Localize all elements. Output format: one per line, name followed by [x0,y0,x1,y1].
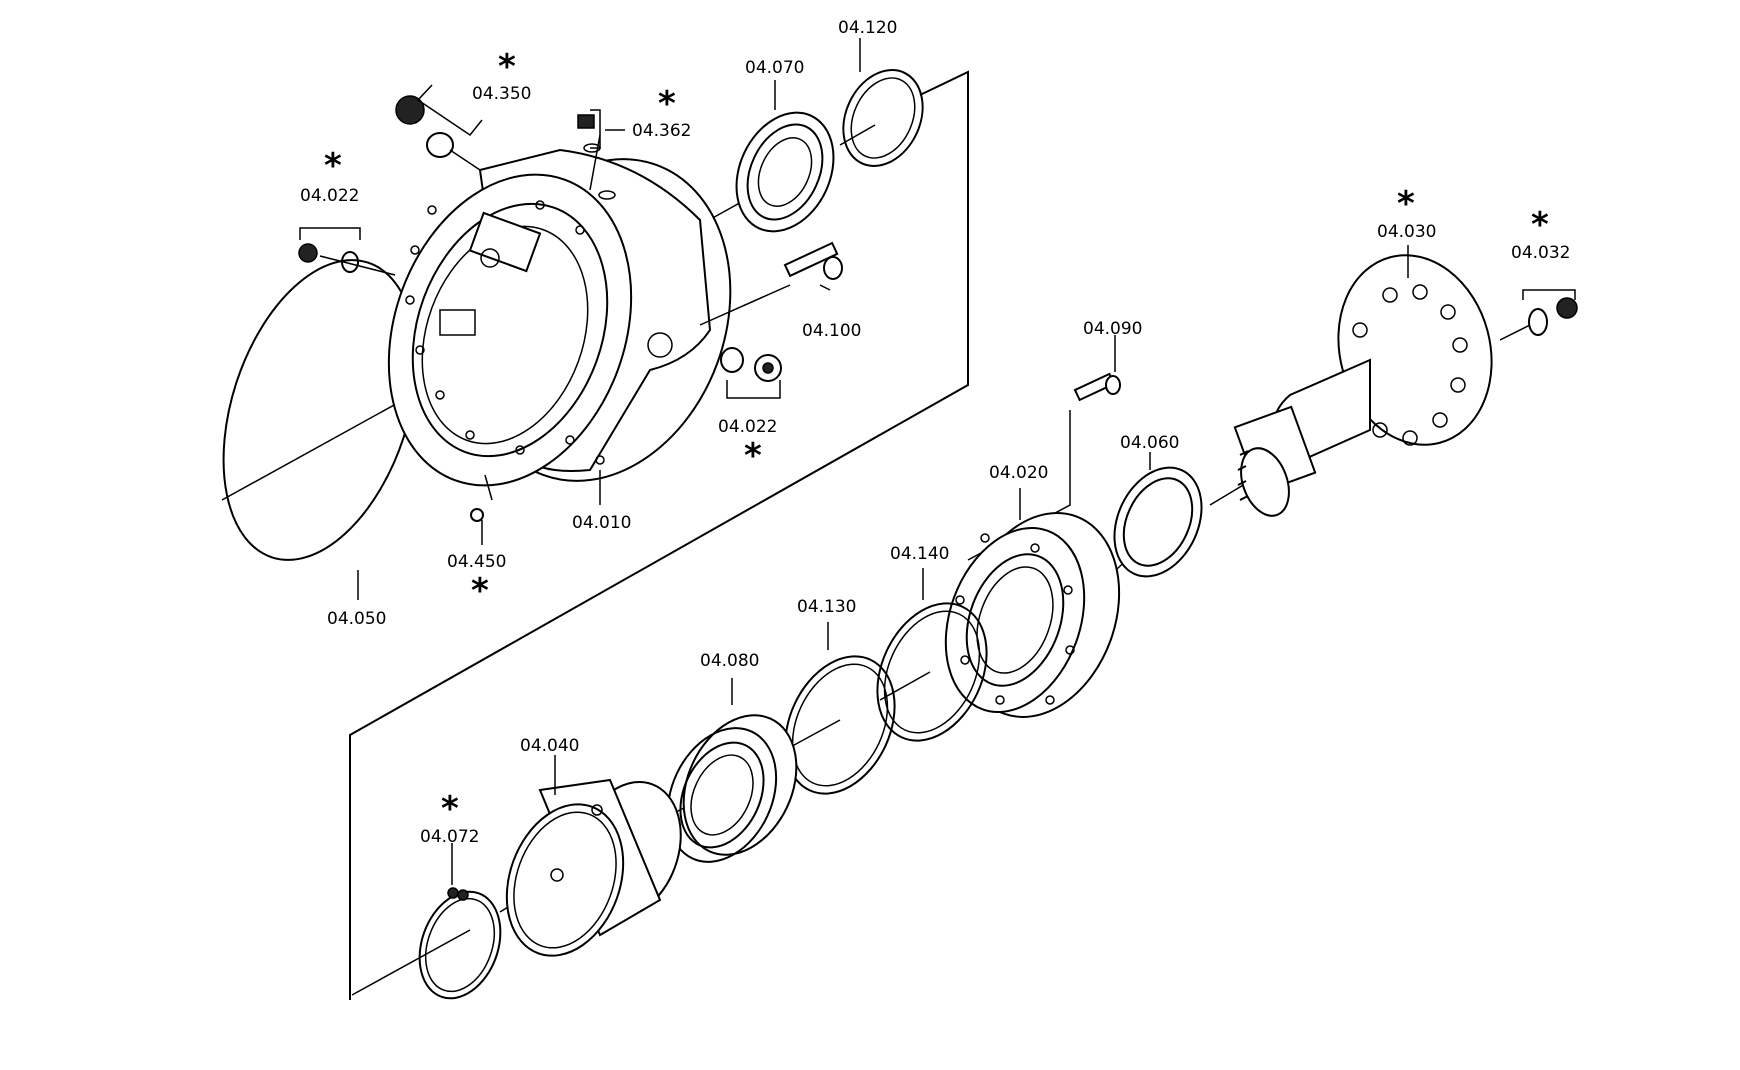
housing-04-010 [387,148,732,487]
label-04-022b: 04.022 [718,417,777,437]
sleeve-04-040 [505,778,682,957]
group-frame [349,70,969,1000]
label-04-362: 04.362 [632,121,691,141]
seal-04-060 [1113,466,1203,578]
ring-04-120 [842,69,924,167]
marker-04-030: * [1397,184,1415,224]
label-04-060: 04.060 [1120,433,1179,453]
label-04-350: 04.350 [472,84,531,104]
cover-04-020 [944,512,1121,718]
ring-04-130 [784,655,896,795]
marker-04-350: * [498,47,516,87]
bearing-04-080 [666,714,798,863]
label-04-030: 04.030 [1377,222,1436,242]
plug-04-022a [298,243,318,263]
plug-04-032 [1556,297,1578,319]
screw-04-100 [699,241,843,326]
bearing-04-070 [735,111,835,233]
axis-line-lower-5 [879,671,931,701]
marker-04-022b: * [744,436,762,476]
o-ring-04-050 [222,259,418,561]
ring-04-140 [876,602,988,742]
ball-04-450 [470,508,484,522]
label-04-050: 04.050 [327,609,386,629]
washer-04-022b [720,347,744,373]
label-04-450: 04.450 [447,552,506,572]
label-04-140: 04.140 [890,544,949,564]
axis-line-lower-4 [784,719,841,751]
label-04-032: 04.032 [1511,243,1570,263]
label-04-080: 04.080 [700,651,759,671]
marker-04-032: * [1531,205,1549,245]
label-04-070: 04.070 [745,58,804,78]
label-04-020: 04.020 [989,463,1048,483]
label-04-130: 04.130 [797,597,856,617]
label-04-100: 04.100 [802,321,861,341]
washer-04-350 [426,132,454,158]
plug-04-350 [395,95,425,125]
marker-04-450: * [471,571,489,611]
leader-lines [299,38,1576,885]
label-04-090: 04.090 [1083,319,1142,339]
retaining-ring-04-072 [418,887,502,1000]
label-04-010: 04.010 [572,513,631,533]
label-04-040: 04.040 [520,736,579,756]
vent-04-362 [577,114,616,200]
marker-04-362: * [658,84,676,124]
label-04-072: 04.072 [420,827,479,847]
label-04-120: 04.120 [838,18,897,38]
marker-04-022a: * [324,146,342,186]
label-04-022a: 04.022 [300,186,359,206]
flange-shaft-04-030 [1233,254,1493,517]
axis-line-lower [351,929,471,996]
washer-04-032 [1528,308,1548,336]
marker-04-072: * [441,789,459,829]
